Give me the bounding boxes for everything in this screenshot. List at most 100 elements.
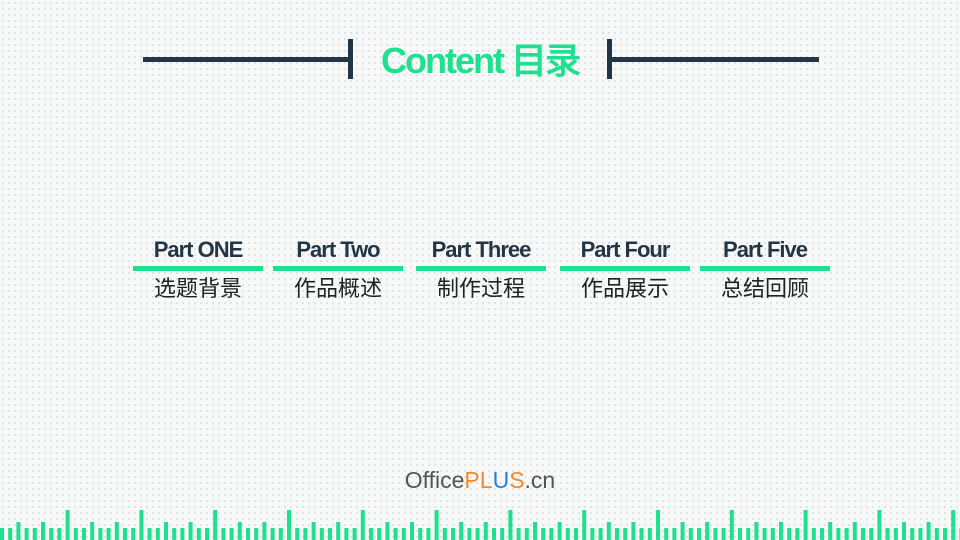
part-three[interactable]: Part Three 制作过程 (416, 234, 546, 309)
footer-bar (0, 528, 4, 540)
footer-bar (123, 528, 127, 540)
footer-bar (762, 528, 767, 540)
title-line-right (607, 57, 819, 62)
part-five[interactable]: Part Five 总结回顾 (700, 234, 830, 309)
footer-bar (934, 528, 939, 540)
part-one[interactable]: Part ONE 选题背景 (133, 234, 263, 309)
footer-bar (213, 510, 218, 540)
footer-bar (877, 510, 882, 540)
title-line-left (143, 57, 353, 62)
footer-bar (106, 528, 111, 540)
footer-bar (500, 528, 505, 540)
footer-bar (410, 522, 414, 540)
footer-bar (516, 528, 521, 540)
footer-bar (467, 528, 472, 540)
footer-bar (623, 528, 628, 540)
footer-bar (779, 522, 783, 540)
part-underline (560, 266, 690, 271)
footer-bar (861, 528, 865, 540)
footer-bar (902, 522, 906, 540)
footer-bar (557, 522, 562, 540)
footer-bar (664, 528, 669, 540)
footer-bar (549, 528, 554, 540)
logo-suffix: .cn (524, 467, 556, 493)
logo-letter-l: L (479, 467, 493, 493)
footer-bar (738, 528, 742, 540)
footer-bar (893, 528, 898, 540)
footer-bar (65, 510, 70, 540)
part-underline (133, 266, 263, 271)
footer-bar (746, 528, 751, 540)
footer-bar (82, 528, 86, 540)
footer-bar (803, 510, 808, 540)
part-two[interactable]: Part Two 作品概述 (273, 234, 403, 309)
footer-bar (98, 528, 103, 540)
footer-bar (631, 522, 636, 540)
footer-bar (590, 528, 595, 540)
footer-bar (869, 528, 874, 540)
footer-bar (697, 528, 701, 540)
footer-bar (246, 528, 250, 540)
footer-bar (836, 528, 841, 540)
footer-bar (32, 528, 37, 540)
footer-bar (401, 528, 406, 540)
footer-bar (451, 528, 455, 540)
footer-bar (262, 522, 267, 540)
footer-bar (492, 528, 496, 540)
footer-bar (508, 510, 513, 540)
footer-bar (754, 522, 759, 540)
footer-bar (943, 528, 947, 540)
part-subtitle: 总结回顾 (720, 277, 809, 302)
footer-bar (787, 528, 792, 540)
footer-bar (205, 528, 209, 540)
footer-bar (336, 522, 341, 540)
footer-bar (483, 522, 488, 540)
title-tick-left (348, 39, 353, 79)
footer-bar (828, 522, 833, 540)
part-underline (273, 266, 403, 271)
part-four[interactable]: Part Four 作品展示 (560, 234, 690, 309)
footer-bar (918, 528, 923, 540)
footer-bar (172, 528, 177, 540)
footer-bar (147, 528, 152, 540)
footer-bar (459, 522, 464, 540)
footer-bar (369, 528, 373, 540)
part-underline (416, 266, 546, 271)
part-subtitle: 制作过程 (436, 277, 525, 302)
part-subtitle: 作品展示 (580, 277, 669, 302)
part-heading: Part Five (723, 237, 808, 262)
footer-bar (811, 528, 816, 540)
footer-bar (770, 528, 775, 540)
footer-bar (377, 528, 382, 540)
footer-bar (393, 528, 398, 540)
footer-bar (16, 522, 21, 540)
footer-bar (155, 528, 160, 540)
logo-letter-s: S (509, 467, 525, 493)
footer-bar (426, 528, 431, 540)
footer-bar (49, 528, 54, 540)
part-subtitle: 选题背景 (153, 277, 242, 302)
logo-prefix: Office (404, 467, 465, 493)
footer-bar (885, 528, 890, 540)
footer-bar (951, 510, 956, 540)
footer-bar (844, 528, 849, 540)
footer-bar (647, 528, 652, 540)
footer-bar (606, 522, 611, 540)
footer-bar (237, 522, 242, 540)
footer-bar (434, 510, 439, 540)
footer-bar (442, 528, 447, 540)
part-heading: Part ONE (153, 237, 244, 262)
footer-bar (926, 522, 931, 540)
footer-bar (541, 528, 546, 540)
part-underline (700, 266, 830, 271)
footer-bar (360, 510, 365, 540)
footer-bar (90, 522, 95, 540)
footer-bar (639, 528, 644, 540)
part-heading: Part Two (296, 237, 380, 262)
footer-bar (721, 528, 726, 540)
footer-bar (688, 528, 693, 540)
footer-bar (598, 528, 603, 540)
footer-bar (910, 528, 915, 540)
footer-bar (328, 528, 332, 540)
